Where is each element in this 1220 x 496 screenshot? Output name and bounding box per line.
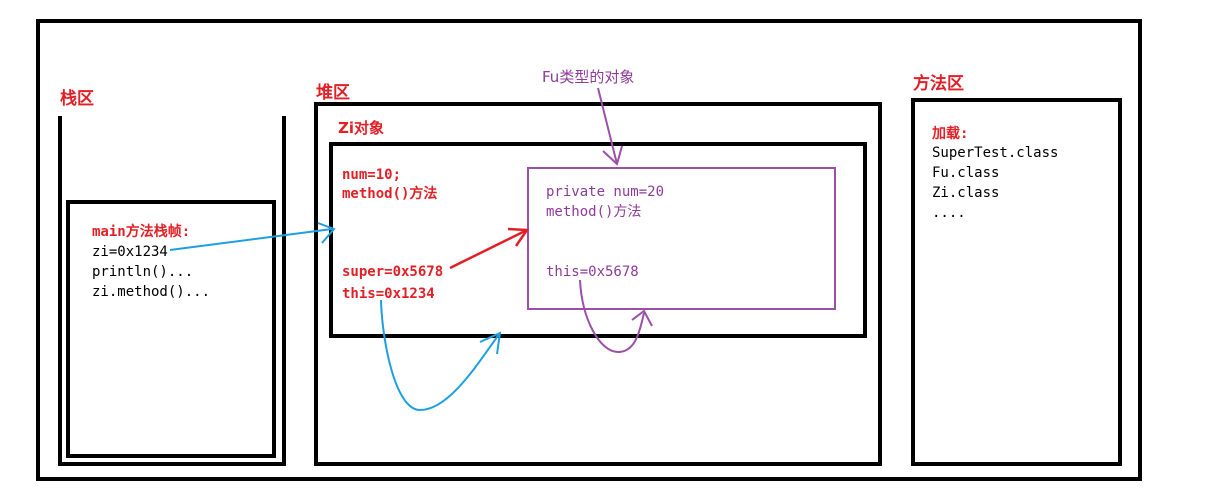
heap-area (314, 102, 882, 466)
method-area-title: 加载: (932, 126, 969, 142)
stack-area-right-wall (282, 116, 286, 466)
arrow-fu-label-to-fu-object (597, 87, 623, 166)
loaded-class: SuperTest.class (932, 145, 1059, 161)
loaded-class: Zi.class (932, 185, 1000, 201)
zi-field: method()方法 (342, 186, 438, 202)
stack-frame-line: zi.method()... (92, 284, 211, 300)
main-stack-frame (66, 200, 276, 458)
outer-frame (36, 19, 1142, 481)
stack-frame-title: main方法栈帧: (92, 224, 191, 240)
zi-object-label: Zi对象 (338, 119, 385, 137)
fu-field: private num=20 (546, 184, 665, 200)
stack-frame-line: println()... (92, 264, 194, 280)
stack-area-bottom-wall (58, 462, 286, 466)
stack-area-left-wall (58, 116, 62, 466)
zi-this-ref: this=0x1234 (342, 286, 435, 302)
method-area-box (911, 98, 1122, 466)
arrow-super-to-fu-object (449, 227, 530, 270)
arrow-fu-this-to-fu-object (579, 279, 653, 354)
arrow-this-to-zi-object (380, 299, 502, 412)
zi-super-ref: super=0x5678 (342, 264, 444, 280)
zi-field: num=10; (342, 167, 402, 183)
loaded-class: Fu.class (932, 165, 1000, 181)
fu-this-ref: this=0x5678 (546, 264, 639, 280)
fu-object-box (527, 167, 836, 310)
loaded-class: .... (932, 205, 966, 221)
method-area-label: 方法区 (913, 74, 964, 94)
fu-type-label: Fu类型的对象 (542, 68, 635, 86)
stack-frame-line: zi=0x1234 (92, 244, 168, 260)
stack-area-label: 栈区 (60, 89, 94, 109)
fu-field: method()方法 (546, 204, 642, 220)
arrow-zi-to-zi-object (169, 222, 336, 251)
zi-object-box (329, 142, 867, 338)
heap-area-label: 堆区 (316, 83, 350, 103)
